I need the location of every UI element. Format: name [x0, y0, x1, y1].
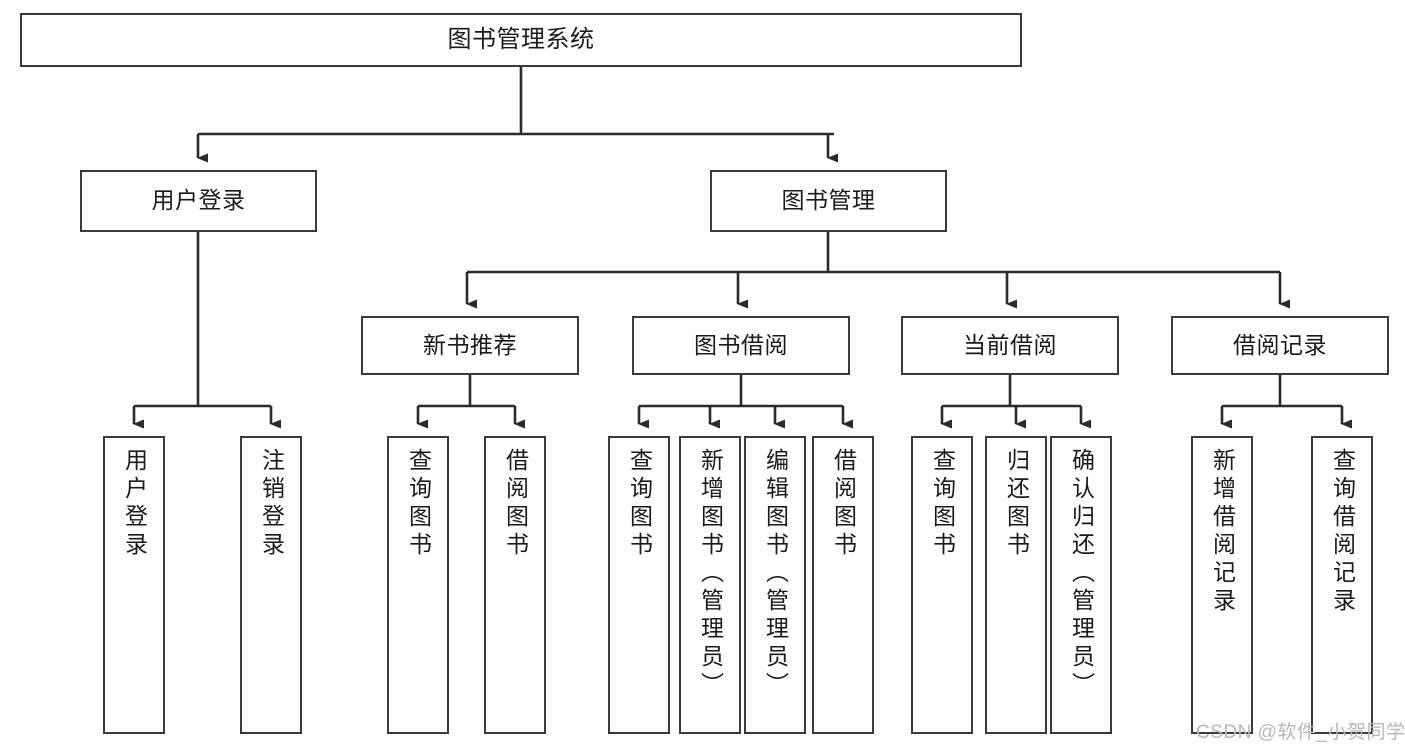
node-leaf-borrow-book-a[interactable]: 借阅图书 [484, 436, 546, 734]
node-root-system[interactable]: 图书管理系统 [20, 13, 1022, 67]
node-leaf-label: 查询图书 [626, 448, 653, 560]
node-book-management-label: 图书管理 [781, 187, 876, 214]
node-borrow-records-label: 借阅记录 [1233, 331, 1327, 358]
node-leaf-label: 新增图书（管理员） [697, 448, 724, 700]
node-new-book-recommend-label: 新书推荐 [423, 331, 517, 358]
node-leaf-edit-book-admin[interactable]: 编辑图书（管理员） [744, 436, 806, 734]
node-leaf-query-book-c[interactable]: 查询图书 [911, 436, 973, 734]
node-leaf-label: 编辑图书（管理员） [762, 448, 789, 700]
node-leaf-add-borrow-record[interactable]: 新增借阅记录 [1191, 436, 1253, 734]
node-new-book-recommend[interactable]: 新书推荐 [361, 316, 579, 375]
node-leaf-label: 查询图书 [405, 448, 432, 560]
node-user-login-label: 用户登录 [151, 187, 246, 214]
node-leaf-confirm-return-admin[interactable]: 确认归还（管理员） [1050, 436, 1112, 734]
node-leaf-label: 用户登录 [121, 448, 148, 560]
node-leaf-label: 查询借阅记录 [1329, 448, 1356, 616]
node-leaf-logout[interactable]: 注销登录 [240, 436, 302, 734]
node-leaf-label: 查询图书 [929, 448, 956, 560]
node-leaf-label: 借阅图书 [502, 448, 529, 560]
node-root-label: 图书管理系统 [447, 25, 595, 53]
node-leaf-query-book-a[interactable]: 查询图书 [387, 436, 449, 734]
node-leaf-add-book-admin[interactable]: 新增图书（管理员） [679, 436, 741, 734]
node-leaf-label: 归还图书 [1003, 448, 1030, 560]
node-borrow-records[interactable]: 借阅记录 [1171, 316, 1389, 375]
node-book-borrow-label: 图书借阅 [694, 331, 788, 358]
node-leaf-label: 借阅图书 [830, 448, 857, 560]
node-leaf-label: 确认归还（管理员） [1068, 448, 1095, 700]
node-leaf-return-book[interactable]: 归还图书 [985, 436, 1047, 734]
node-leaf-query-book-b[interactable]: 查询图书 [608, 436, 670, 734]
node-book-management[interactable]: 图书管理 [710, 170, 947, 232]
node-book-borrow[interactable]: 图书借阅 [632, 316, 850, 375]
csdn-watermark: CSDN @软件_小贺同学 [1196, 722, 1405, 743]
node-leaf-label: 新增借阅记录 [1209, 448, 1236, 616]
node-current-borrow[interactable]: 当前借阅 [901, 316, 1119, 375]
node-leaf-borrow-book-b[interactable]: 借阅图书 [812, 436, 874, 734]
node-user-login[interactable]: 用户登录 [80, 170, 317, 232]
node-leaf-user-login[interactable]: 用户登录 [103, 436, 165, 734]
node-current-borrow-label: 当前借阅 [963, 331, 1057, 358]
node-leaf-label: 注销登录 [258, 448, 285, 560]
node-leaf-query-borrow-record[interactable]: 查询借阅记录 [1311, 436, 1373, 734]
